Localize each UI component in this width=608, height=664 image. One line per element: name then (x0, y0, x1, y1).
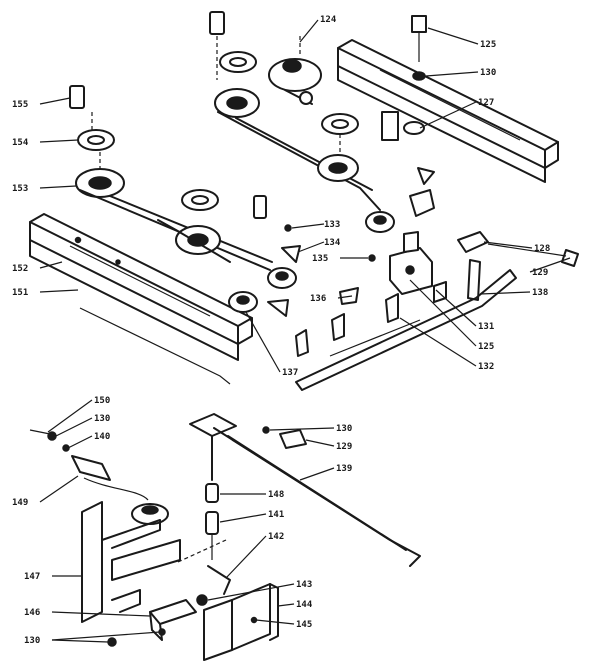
igniter-switch-assembly (29, 429, 208, 647)
callout-137: 137 (282, 368, 298, 378)
callout-130-center: 130 (336, 424, 352, 434)
callout-129-center: 129 (336, 442, 352, 452)
rear-left-burner (209, 11, 381, 211)
callout-125: 125 (480, 40, 496, 50)
left-burner-box (29, 213, 253, 385)
callout-151: 151 (12, 288, 28, 298)
callout-154: 154 (12, 138, 29, 148)
callout-135: 135 (312, 254, 328, 264)
callout-132: 132 (478, 362, 494, 372)
callout-130: 130 (480, 68, 496, 78)
callout-147: 147 (24, 572, 40, 582)
callout-155: 155 (12, 100, 28, 110)
callout-153: 153 (12, 184, 28, 194)
callout-labels: 124 125 130 155 127 154 153 133 134 128 … (12, 15, 571, 646)
callout-130-bottom: 130 (24, 636, 40, 646)
left-burner-153 (69, 85, 273, 271)
callout-140: 140 (94, 432, 110, 442)
callout-141: 141 (268, 510, 284, 520)
callout-129: 129 (532, 268, 548, 278)
callout-144: 144 (296, 600, 313, 610)
right-valves (381, 15, 435, 217)
valve-129-130 (262, 426, 307, 449)
callout-146: 146 (24, 608, 40, 618)
burner-head-124 (268, 36, 322, 105)
callout-145: 145 (296, 620, 312, 630)
callout-130-left: 130 (94, 414, 110, 424)
callout-125-lower: 125 (478, 342, 494, 352)
callout-128: 128 (534, 244, 550, 254)
callout-149: 149 (12, 498, 28, 508)
right-burner-box (337, 39, 559, 183)
callout-133: 133 (324, 220, 340, 230)
regulator-125 (389, 231, 433, 295)
bracket-144 (203, 583, 279, 661)
callout-124: 124 (320, 15, 337, 25)
callout-143: 143 (296, 580, 312, 590)
callout-136: 136 (310, 294, 326, 304)
callout-134: 134 (324, 238, 341, 248)
manifold-138 (295, 231, 579, 391)
callout-138: 138 (532, 288, 548, 298)
callout-152: 152 (12, 264, 28, 274)
callout-127: 127 (478, 98, 494, 108)
callout-131: 131 (478, 322, 494, 332)
spark-module (177, 413, 421, 595)
callout-139: 139 (336, 464, 352, 474)
callout-142: 142 (268, 532, 284, 542)
callout-148: 148 (268, 490, 284, 500)
center-valves (228, 211, 399, 357)
callout-150: 150 (94, 396, 110, 406)
